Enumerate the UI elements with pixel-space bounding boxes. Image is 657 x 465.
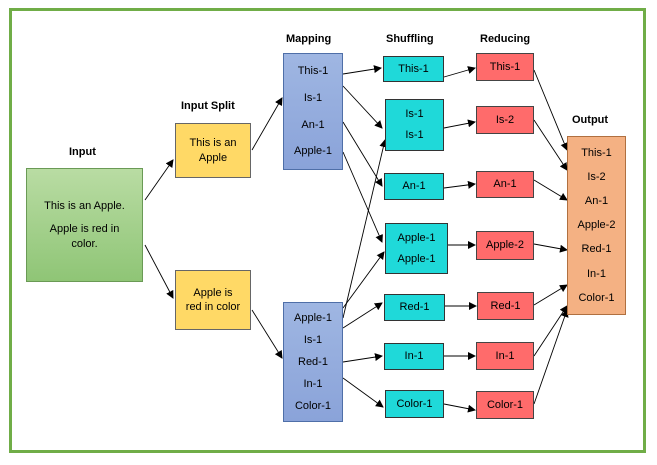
mapping-2-item: In-1 (303, 377, 323, 390)
arrow-rd-red (533, 284, 568, 306)
arrow-sh-color (443, 403, 476, 413)
shuffle-box-an: An-1 (384, 173, 444, 200)
arrow-map2-apple (342, 251, 385, 309)
reduce-box-apple: Apple-2 (476, 231, 534, 260)
reduce-item: Apple-2 (486, 239, 524, 252)
arrow-map1-is (342, 85, 383, 129)
arrow-map2-red (342, 302, 383, 329)
shuffle-box-in: In-1 (384, 343, 444, 370)
header-shuffling: Shuffling (386, 33, 434, 45)
arrow-rd-apple (533, 243, 568, 253)
arrow-split2-map2 (251, 309, 283, 359)
arrow-input-split2 (144, 244, 174, 299)
shuffle-item: This-1 (398, 62, 429, 75)
output-box: This-1 Is-2 An-1 Apple-2 Red-1 In-1 Colo… (567, 136, 626, 315)
split-text-1: This is an Apple (189, 137, 237, 164)
mapping-1-item: This-1 (297, 65, 329, 78)
input-line-2: Apple is red in color. (49, 223, 120, 250)
arrow-rd-in (533, 305, 568, 357)
reduce-item: This-1 (489, 60, 521, 73)
output-item: Color-1 (578, 291, 615, 304)
mapping-box-2: Apple-1 Is-1 Red-1 In-1 Color-1 (283, 302, 343, 422)
arrow-rd-this (533, 69, 569, 151)
header-mapping: Mapping (286, 33, 332, 45)
shuffle-box-is: Is-1 Is-1 (385, 99, 444, 151)
output-item: In-1 (587, 267, 606, 280)
arrow-map2-is (342, 139, 388, 319)
reduce-item: An-1 (493, 178, 517, 191)
shuffle-box-this: This-1 (383, 56, 444, 82)
shuffle-box-red: Red-1 (384, 294, 445, 321)
output-item: Is-2 (587, 171, 606, 184)
arrow-rd-color (533, 309, 569, 405)
mapping-2-item: Is-1 (303, 333, 323, 346)
mapping-box-1: This-1 Is-1 An-1 Apple-1 (283, 53, 343, 170)
split-box-2: Apple is red in color (175, 270, 251, 330)
shuffle-item: Apple-1 (397, 232, 436, 245)
shuffle-item: Red-1 (399, 301, 430, 314)
diagram-frame (9, 8, 646, 453)
split-text-2: Apple is red in color (185, 286, 241, 313)
arrow-rd-is (533, 119, 568, 171)
reduce-box-an: An-1 (476, 171, 534, 198)
arrow-sh-is (443, 119, 476, 129)
arrow-split1-map1 (251, 97, 283, 151)
reduce-item: Red-1 (490, 299, 521, 312)
reduce-item: Is-2 (495, 113, 515, 126)
mapping-2-item: Red-1 (298, 355, 328, 368)
reduce-item: Color-1 (486, 398, 524, 411)
arrow-map1-apple (342, 151, 383, 243)
shuffle-item: In-1 (404, 350, 424, 363)
shuffle-box-apple: Apple-1 Apple-1 (385, 223, 448, 274)
shuffle-box-color: Color-1 (385, 390, 444, 418)
header-reducing: Reducing (480, 33, 531, 45)
output-item: This-1 (581, 146, 612, 159)
header-input: Input (69, 146, 96, 158)
shuffle-item: Is-1 (405, 129, 424, 142)
mapping-2-item: Apple-1 (294, 311, 332, 324)
arrow-sh-an (443, 180, 476, 189)
input-line-1: This is an Apple. (44, 200, 125, 213)
header-input-split: Input Split (181, 100, 235, 112)
reduce-box-color: Color-1 (476, 391, 534, 419)
reduce-box-in: In-1 (476, 342, 534, 370)
mapping-2-item: Color-1 (294, 399, 332, 412)
arrow-map2-color (342, 377, 384, 408)
arrow-input-split1 (144, 159, 174, 201)
shuffle-item: Is-1 (405, 108, 424, 121)
mapping-1-item: Is-1 (303, 91, 323, 104)
shuffle-item: An-1 (402, 180, 426, 193)
arrow-rd-an (533, 179, 568, 201)
output-item: An-1 (584, 195, 609, 208)
output-item: Red-1 (581, 243, 612, 256)
mapping-1-item: Apple-1 (294, 145, 332, 158)
output-item: Apple-2 (577, 219, 616, 232)
reduce-box-red: Red-1 (477, 292, 534, 320)
reduce-box-this: This-1 (476, 53, 534, 81)
arrow-map2-in (342, 353, 383, 363)
input-box: This is an Apple. Apple is red in color. (26, 168, 143, 282)
arrow-map1-this (342, 65, 382, 75)
reduce-item: In-1 (495, 349, 515, 362)
split-box-1: This is an Apple (175, 123, 251, 178)
mapping-1-item: An-1 (301, 118, 325, 131)
arrow-map1-an (342, 121, 383, 187)
shuffle-item: Apple-1 (397, 252, 436, 265)
shuffle-item: Color-1 (396, 397, 433, 410)
header-output: Output (572, 114, 609, 126)
arrow-sh-this (443, 66, 476, 78)
reduce-box-is: Is-2 (476, 106, 534, 134)
